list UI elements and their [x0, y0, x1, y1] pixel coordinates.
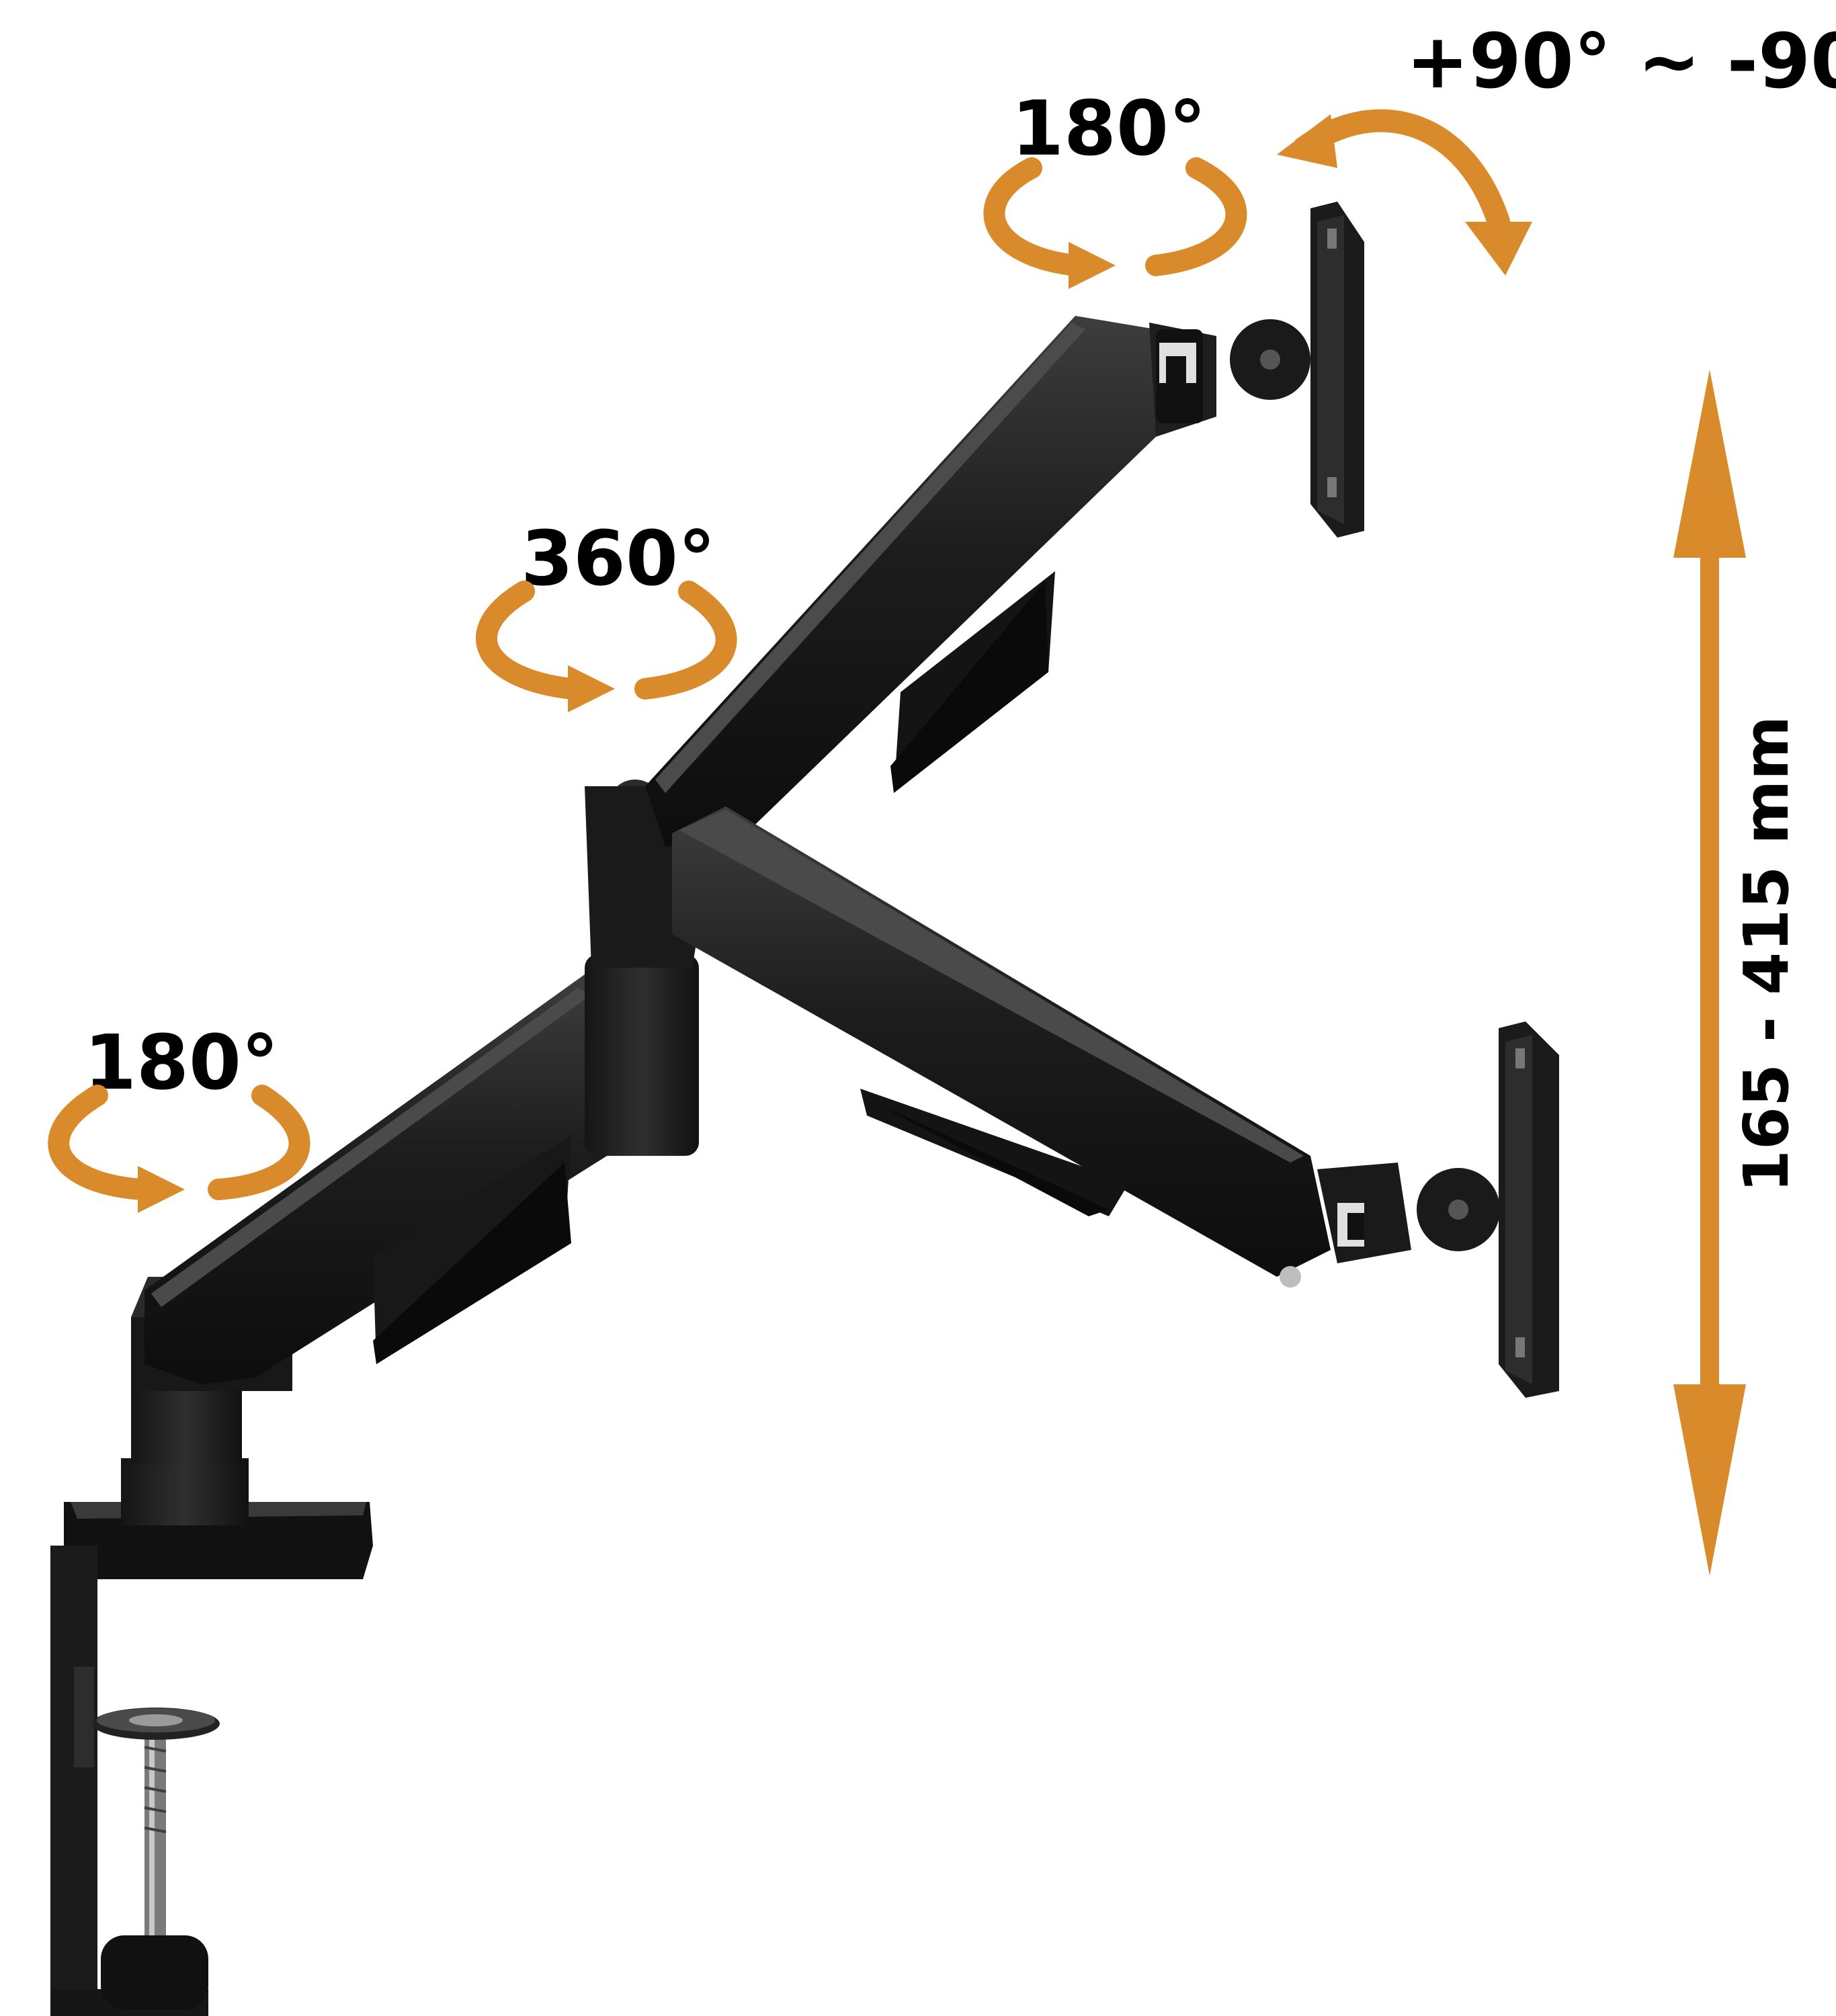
desk-clamp [50, 1502, 373, 2016]
top-monitor-head [1156, 202, 1364, 538]
rotation-arrow-icon [983, 157, 1247, 276]
tilt-arrowhead-right-icon [1465, 222, 1532, 276]
tilt-annotation: +90° ~ -90° [1277, 18, 1836, 276]
rotation-arrow-icon [48, 1085, 310, 1200]
screw-thread [144, 1746, 167, 1833]
height-arrow-shaft [1700, 551, 1719, 1445]
lower-arm-left [144, 974, 692, 1384]
height-arrow-down-icon [1673, 1384, 1746, 1576]
rotation-arrowhead-icon [1069, 242, 1116, 289]
bottom-monitor-head [1317, 1021, 1559, 1398]
tilt-arrow-icon [1292, 109, 1510, 233]
upper-arm-bottom [672, 806, 1331, 1288]
rotation-arrow-icon [475, 581, 737, 700]
tilt-arrowhead-left-icon [1277, 114, 1337, 168]
base-rotation-annotation: 180° [48, 1019, 310, 1213]
height-range-annotation: 165 - 415 mm [1673, 370, 1802, 1576]
tilt-range-label: +90° ~ -90° [1406, 18, 1836, 106]
base-rotation-label: 180° [84, 1019, 279, 1107]
top-rotation-label: 180° [1011, 85, 1206, 173]
height-arrow-up-icon [1673, 370, 1746, 558]
middle-rotation-annotation: 360° [475, 515, 737, 712]
rotation-arrowhead-icon [568, 665, 615, 712]
rotation-arrowhead-icon [138, 1166, 185, 1213]
top-rotation-annotation: 180° [983, 85, 1247, 289]
upper-arm-top [645, 316, 1216, 847]
height-range-label: 165 - 415 mm [1730, 716, 1802, 1193]
